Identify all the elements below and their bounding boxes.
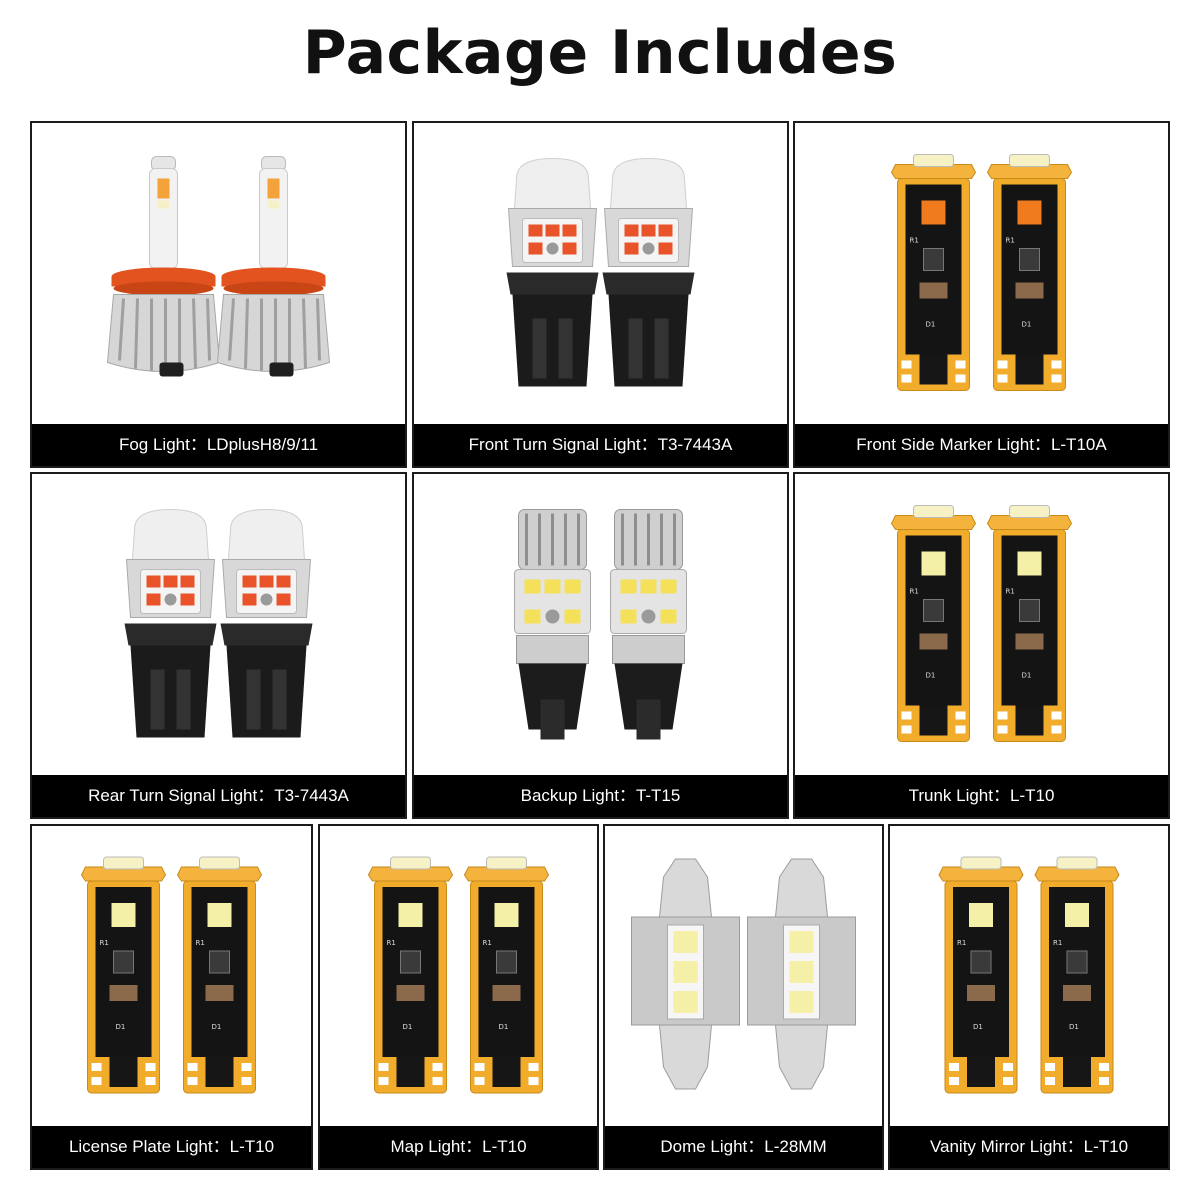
bulb-illustration: R1 D1 R1 D1 — [890, 505, 1073, 742]
product-label: Dome Light： — [660, 1137, 765, 1156]
product-label: Backup Light： — [520, 786, 636, 805]
svg-text:D1: D1 — [499, 1023, 509, 1031]
svg-text:R1: R1 — [196, 939, 205, 947]
bulb-illustration — [506, 157, 695, 387]
product-card-license-plate-light: R1 D1 R1 D1 License Plate Light：L-T10 — [30, 824, 313, 1170]
svg-text:R1: R1 — [1006, 237, 1015, 245]
product-model: L-T10 — [482, 1137, 527, 1156]
product-card-front-turn-signal: Front Turn Signal Light：T3-7443A — [412, 121, 789, 468]
7443-turn-bulb-pair-icon — [32, 474, 405, 775]
svg-text:R1: R1 — [100, 939, 109, 947]
product-card-front-side-marker: R1 D1 R1 D1 Front Side Marker Light：L-T1… — [793, 121, 1170, 468]
t10-wedge-white-pair-icon: R1 D1 R1 D1 — [795, 474, 1168, 775]
7443-turn-bulb-pair-icon — [414, 123, 787, 424]
product-caption: Vanity Mirror Light：L-T10 — [890, 1126, 1168, 1168]
product-card-map-light: R1 D1 R1 D1 Map Light：L-T10 — [318, 824, 599, 1170]
product-model: L-28MM — [764, 1137, 827, 1156]
product-model: T3-7443A — [657, 435, 733, 454]
product-label: License Plate Light： — [68, 1137, 230, 1156]
svg-text:R1: R1 — [910, 237, 919, 245]
product-label: Front Turn Signal Light： — [468, 435, 658, 454]
svg-text:D1: D1 — [1069, 1023, 1079, 1031]
product-caption: Front Turn Signal Light：T3-7443A — [414, 424, 787, 466]
product-caption: Front Side Marker Light：L-T10A — [795, 424, 1168, 466]
svg-text:D1: D1 — [926, 672, 936, 680]
svg-text:D1: D1 — [973, 1023, 983, 1031]
product-caption: Trunk Light：L-T10 — [795, 775, 1168, 817]
t15-backup-bulb-pair-icon — [414, 474, 787, 775]
bulb-illustration — [631, 858, 856, 1090]
svg-text:R1: R1 — [1006, 588, 1015, 596]
product-label: Trunk Light： — [908, 786, 1010, 805]
product-model: T-T15 — [635, 786, 681, 805]
product-card-dome-light: Dome Light：L-28MM — [603, 824, 884, 1170]
product-card-fog-light: Fog Light：LDplusH8/9/11 — [30, 121, 407, 468]
bulb-illustration — [124, 508, 313, 738]
product-label: Vanity Mirror Light： — [929, 1137, 1084, 1156]
festoon-28mm-pair-icon — [605, 826, 882, 1126]
t10-wedge-white-pair-icon: R1 D1 R1 D1 — [320, 826, 597, 1126]
product-model: L-T10A — [1050, 435, 1107, 454]
product-model: LDplusH8/9/11 — [206, 435, 319, 454]
bulb-illustration: R1 D1 R1 D1 — [80, 856, 263, 1094]
bulb-illustration — [514, 509, 687, 740]
svg-text:R1: R1 — [483, 939, 492, 947]
svg-text:D1: D1 — [403, 1023, 413, 1031]
product-label: Rear Turn Signal Light： — [88, 786, 275, 805]
bulb-illustration: R1 D1 R1 D1 — [890, 154, 1073, 391]
product-model: L-T10 — [1010, 786, 1055, 805]
product-card-rear-turn-signal: Rear Turn Signal Light：T3-7443A — [30, 472, 407, 819]
product-caption: License Plate Light：L-T10 — [32, 1126, 311, 1168]
product-caption: Dome Light：L-28MM — [605, 1126, 882, 1168]
product-card-backup-light: Backup Light：T-T15 — [412, 472, 789, 819]
product-caption: Rear Turn Signal Light：T3-7443A — [32, 775, 405, 817]
product-card-trunk-light: R1 D1 R1 D1 Trunk Light：L-T10 — [793, 472, 1170, 819]
bulb-illustration: R1 D1 R1 D1 — [938, 856, 1120, 1094]
product-model: T3-7443A — [274, 786, 349, 805]
svg-text:R1: R1 — [910, 588, 919, 596]
t10-wedge-amber-pair-icon: R1 D1 R1 D1 — [795, 123, 1168, 424]
svg-text:D1: D1 — [1022, 672, 1032, 680]
svg-text:D1: D1 — [926, 321, 936, 329]
t10-wedge-white-pair-icon: R1 D1 R1 D1 — [32, 826, 311, 1126]
t10-wedge-white-pair-icon: R1 D1 R1 D1 — [890, 826, 1168, 1126]
svg-text:D1: D1 — [116, 1023, 126, 1031]
h11-fog-bulb-pair-icon — [32, 123, 405, 424]
svg-text:R1: R1 — [1053, 939, 1062, 947]
product-label: Fog Light： — [118, 435, 207, 454]
product-caption: Map Light：L-T10 — [320, 1126, 597, 1168]
product-label: Front Side Marker Light： — [856, 435, 1051, 454]
product-caption: Fog Light：LDplusH8/9/11 — [32, 424, 405, 466]
product-card-vanity-mirror-light: R1 D1 R1 D1 Vanity Mirror Light：L-T10 — [888, 824, 1170, 1170]
page-title: Package Includes — [302, 18, 898, 88]
bulb-illustration — [106, 156, 331, 377]
product-model: L-T10 — [229, 1137, 275, 1156]
svg-text:D1: D1 — [1022, 321, 1032, 329]
product-caption: Backup Light：T-T15 — [414, 775, 787, 817]
bulb-illustration: R1 D1 R1 D1 — [367, 856, 550, 1094]
product-model: L-T10 — [1083, 1137, 1129, 1156]
product-label: Map Light： — [390, 1137, 483, 1156]
svg-text:D1: D1 — [212, 1023, 222, 1031]
svg-text:R1: R1 — [957, 939, 966, 947]
svg-text:R1: R1 — [387, 939, 396, 947]
